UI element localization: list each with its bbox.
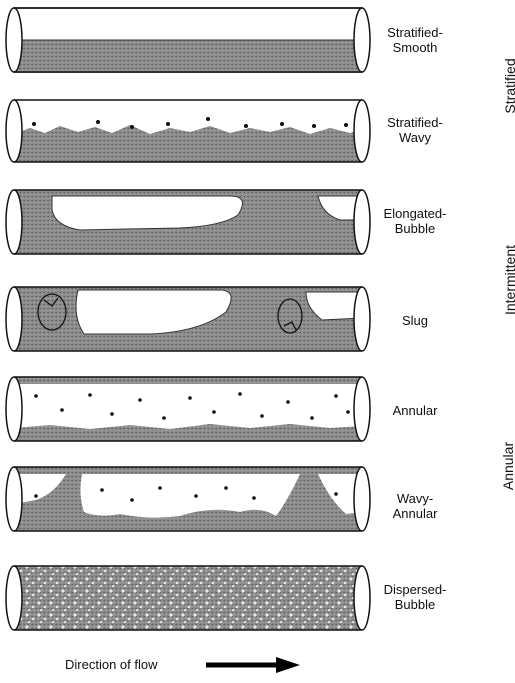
group-label-stratified: Stratified (502, 46, 515, 126)
label-annular: Annular (355, 403, 475, 418)
label-wavy-annular: Wavy- Annular (355, 491, 475, 521)
pipe-stratified-smooth (6, 8, 370, 72)
group-label-annular: Annular (500, 416, 515, 516)
pipe-annular (6, 377, 370, 441)
label-dispersed-bubble: Dispersed- Bubble (355, 582, 475, 612)
flow-arrow-icon (206, 657, 300, 673)
label-stratified-smooth: Stratified- Smooth (355, 25, 475, 55)
label-slug: Slug (355, 313, 475, 328)
pipe-dispersed-bubble (6, 566, 370, 630)
pipe-wavy-annular (6, 467, 370, 531)
label-elongated-bubble: Elongated- Bubble (355, 206, 475, 236)
group-label-intermittent: Intermittent (502, 230, 515, 330)
pipe-slug (6, 287, 370, 351)
label-stratified-wavy: Stratified- Wavy (355, 115, 475, 145)
flow-direction-label: Direction of flow (65, 657, 157, 672)
pipe-stratified-wavy (6, 100, 370, 162)
pipe-elongated-bubble (6, 190, 370, 254)
